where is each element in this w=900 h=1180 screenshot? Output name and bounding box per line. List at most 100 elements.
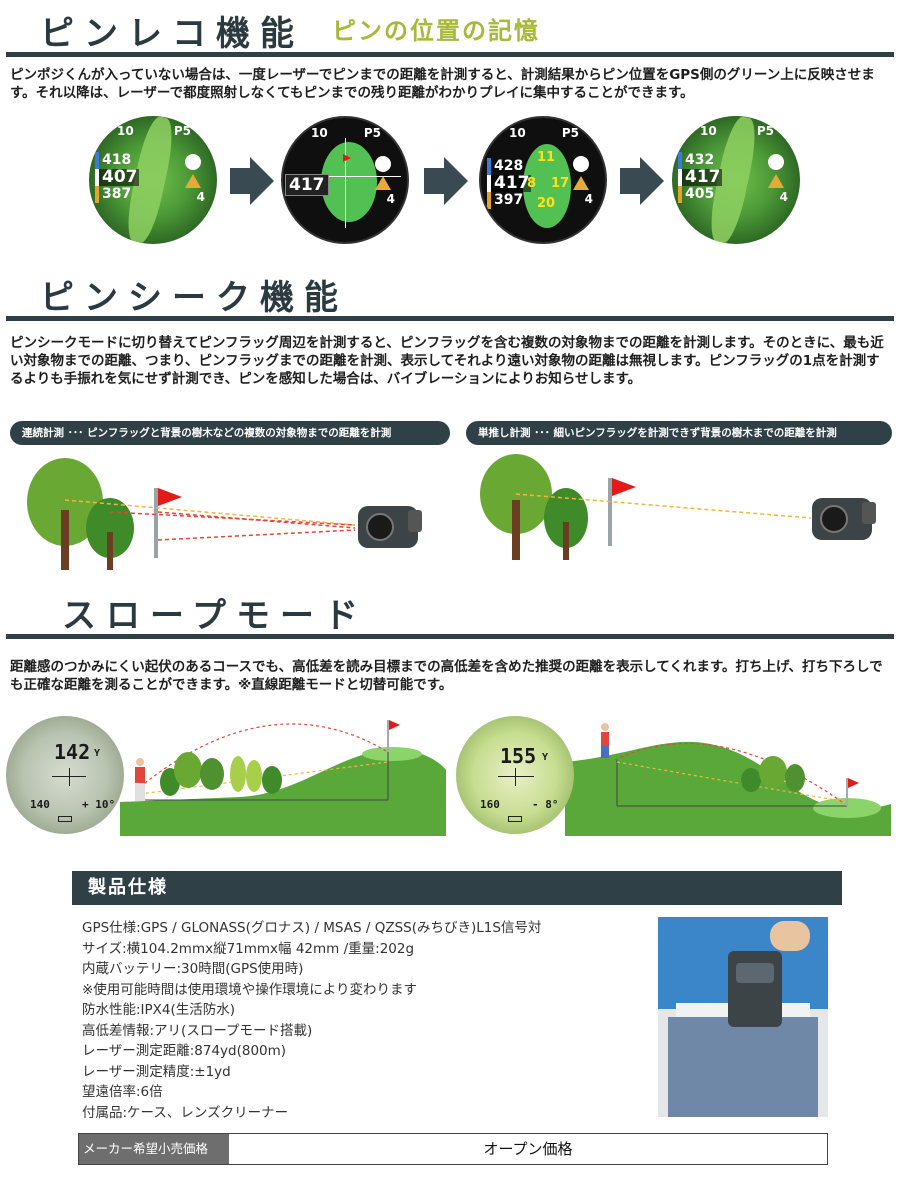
pinseek-description: ピンシークモードに切り替えてピンフラッグ周辺を計測すると、ピンフラッグを含む複数… xyxy=(10,335,884,387)
section-divider xyxy=(6,52,894,57)
pin-top-distance: 11 xyxy=(537,150,556,165)
spec-battery-note: ※使用可能時間は使用環境や操作環境により変わります xyxy=(82,981,418,998)
rangefinder-view-uphill: 142 Y 140 + 10° xyxy=(6,716,124,834)
section-subtitle-pinreco: ピンの位置の記憶 xyxy=(332,17,540,45)
distance-unit: Y xyxy=(542,752,549,763)
slope-angle: + 10° xyxy=(82,798,116,811)
par-label: P5 xyxy=(561,126,579,140)
side-number: 4 xyxy=(386,192,395,206)
downhill-illustration xyxy=(565,723,891,836)
ball-flight-path xyxy=(614,742,846,805)
spec-waterproof: 防水性能:IPX4(生活防水) xyxy=(82,1002,236,1018)
tree-small xyxy=(544,488,588,560)
laser-line-tree-small xyxy=(109,511,356,526)
compass-icon xyxy=(375,156,391,172)
front-distance: 418 xyxy=(95,152,139,169)
green-shape xyxy=(523,144,571,228)
section-divider xyxy=(6,316,894,321)
pin-flag xyxy=(154,488,182,558)
middle-distance: 417 xyxy=(678,169,722,186)
compass-icon xyxy=(573,156,589,172)
pin-bottom-distance: 20 xyxy=(537,196,556,211)
price-label: メーカー希望小売価格 xyxy=(79,1134,229,1164)
par-label: P5 xyxy=(173,124,191,138)
section-title-pinreco: ピンレコ機能 xyxy=(40,14,304,54)
rangefinder-device xyxy=(812,498,876,540)
pinreco-description: ピンポジくんが入っていない場合は、一度レーザーでピンまでの距離を計測すると、計測… xyxy=(10,67,875,101)
pin-flag xyxy=(608,478,636,546)
rangefinder-device xyxy=(736,963,774,983)
right-arrow-icon xyxy=(640,157,664,205)
front-distance: 428 xyxy=(487,158,531,175)
hole-number: 10 xyxy=(311,126,328,140)
line-distance: 140 xyxy=(30,798,50,811)
pin-flag xyxy=(387,720,400,752)
wind-arrow-icon xyxy=(375,176,391,190)
laser-line-flag-top xyxy=(157,511,356,529)
slope-distance: 142 xyxy=(54,740,91,764)
spec-laser-range: レーザー測定距離:874yd(800m) xyxy=(82,1043,287,1059)
reticle-horizontal xyxy=(498,776,534,777)
slope-angle: - 8° xyxy=(532,798,559,811)
middle-distance: 417 xyxy=(487,175,531,192)
back-distance: 387 xyxy=(95,186,139,203)
green-surface xyxy=(362,747,422,761)
distance-panel: 432 417 405 xyxy=(678,152,722,203)
tree-large xyxy=(480,454,552,560)
arrow-bar xyxy=(230,168,250,194)
continuous-mode-illustration xyxy=(27,458,422,570)
rangefinder-view-downhill: 155 Y 160 - 8° xyxy=(456,716,574,834)
pin-flag xyxy=(846,778,859,806)
reticle-vertical xyxy=(515,768,516,786)
right-arrow-icon xyxy=(444,157,468,205)
spec-elevation: 高低差情報:アリ(スロープモード搭載) xyxy=(82,1022,313,1039)
slope-distance: 155 xyxy=(500,744,537,768)
distance-unit: Y xyxy=(94,748,101,759)
price-row: メーカー希望小売価格 オープン価格 xyxy=(78,1133,828,1165)
rangefinder-device xyxy=(358,506,422,548)
arrow-bar xyxy=(620,168,640,194)
price-value: オープン価格 xyxy=(483,1140,573,1158)
distance-panel: 418 407 387 xyxy=(95,152,139,203)
gps-screen-before: 10 P5 418 407 387 4 xyxy=(89,116,217,244)
golfer-figure xyxy=(601,723,609,758)
crosshair-horizontal xyxy=(293,176,401,177)
gps-screen-after: 10 P5 432 417 405 4 xyxy=(672,116,800,244)
pin-left-distance: 8 xyxy=(527,176,537,191)
middle-distance: 417 xyxy=(285,174,329,196)
wind-arrow-icon xyxy=(573,176,589,190)
laser-line-tree xyxy=(515,493,812,519)
tree-row xyxy=(741,756,805,792)
reticle-vertical xyxy=(69,768,70,786)
spec-accessories: 付属品:ケース、レンズクリーナー xyxy=(82,1104,289,1121)
pin-right-distance: 17 xyxy=(551,176,570,191)
product-photo xyxy=(658,917,828,1117)
spec-laser-accuracy: レーザー測定精度:±1yd xyxy=(82,1063,231,1080)
ball-flight-path xyxy=(139,723,389,788)
specs-heading: 製品仕様 xyxy=(72,871,842,905)
hole-number: 10 xyxy=(700,124,717,138)
laser-line-flag xyxy=(157,529,356,541)
compass-icon xyxy=(185,154,201,170)
single-mode-illustration xyxy=(480,454,876,560)
wind-arrow-icon xyxy=(185,174,201,188)
tree-row xyxy=(160,752,282,796)
spec-battery: 内蔵バッテリー:30時間(GPS使用時) xyxy=(82,961,304,977)
side-number: 4 xyxy=(584,192,593,206)
wind-arrow-icon xyxy=(768,174,784,188)
slope-description: 距離感のつかみにくい起伏のあるコースでも、高低差を読み目標までの高低差を含めた推… xyxy=(10,659,883,693)
par-label: P5 xyxy=(363,126,381,140)
golfer-figure xyxy=(135,758,145,801)
section-title-pinseek: ピンシーク機能 xyxy=(40,278,348,318)
hand xyxy=(770,921,810,951)
middle-distance: 407 xyxy=(95,169,139,186)
battery-icon xyxy=(58,816,72,822)
back-distance: 397 xyxy=(487,192,531,209)
arrow-bar xyxy=(424,168,444,194)
distance-panel: 428 417 397 xyxy=(487,158,531,209)
battery-icon xyxy=(508,816,522,822)
back-distance: 405 xyxy=(678,186,722,203)
trousers xyxy=(668,1017,818,1117)
uphill-illustration xyxy=(120,720,446,836)
spec-size: サイズ:横104.2mmx縦71mmx幅 42mm /重量:202g xyxy=(82,940,415,957)
